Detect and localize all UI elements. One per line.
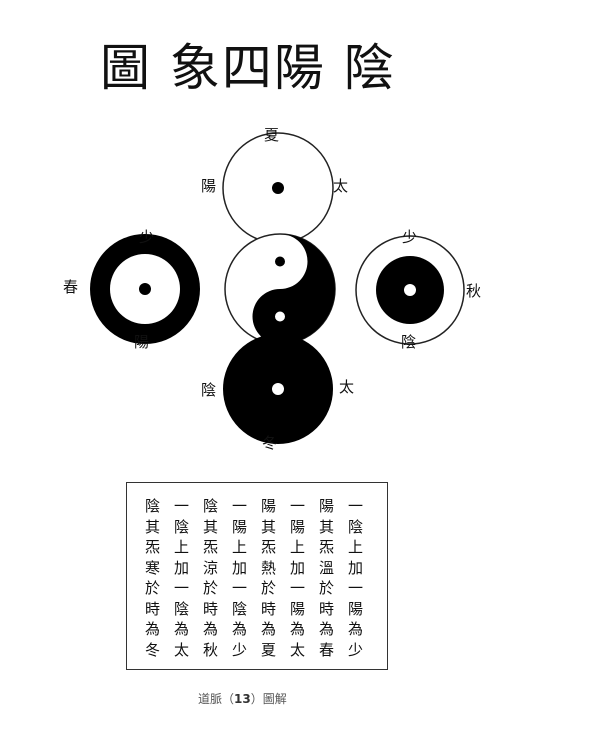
label-spring-lesser: 少 — [139, 228, 155, 246]
table-cell: 其 — [145, 517, 161, 536]
label-autumn: 秋 — [466, 282, 482, 300]
taiji-circle — [224, 233, 336, 345]
table-cell: 加 — [348, 558, 364, 577]
table-cell: 陰 — [174, 599, 190, 618]
table-cell: 一 — [232, 579, 248, 597]
table-cell: 時 — [203, 599, 219, 618]
table-cell: 太 — [290, 640, 306, 659]
table-cell: 涼 — [203, 558, 219, 577]
table-cell: 為 — [174, 620, 190, 638]
table-cell: 其 — [319, 517, 335, 536]
table-cell: 上 — [232, 538, 248, 556]
table-cell: 一 — [290, 579, 306, 597]
table-cell: 上 — [290, 538, 306, 556]
explanation-table: 陰一陰一陽一陽一其陰其陽其陽其陰炁上炁上炁上炁上寒加涼加熱加溫加於一於一於一於一… — [126, 482, 388, 670]
table-cell: 為 — [348, 620, 364, 638]
table-cell: 加 — [232, 558, 248, 577]
label-autumn-lesser: 少 — [402, 228, 418, 246]
table-cell: 陰 — [348, 517, 364, 536]
table-cell: 其 — [203, 517, 219, 536]
table-cell: 寒 — [145, 558, 161, 577]
autumn-lesser-yin-circle — [355, 235, 465, 345]
table-cell: 陰 — [203, 497, 219, 515]
label-spring: 春 — [63, 278, 79, 296]
page-title: 圖 象四陽 陰 — [100, 39, 396, 97]
table-cell: 時 — [319, 599, 335, 618]
label-winter: 冬 — [262, 434, 278, 452]
table-cell: 為 — [290, 620, 306, 638]
label-winter-great: 太 — [339, 378, 355, 396]
table-cell: 為 — [319, 620, 335, 638]
table-cell: 炁 — [319, 538, 335, 556]
table-cell: 一 — [348, 579, 364, 597]
table-cell: 秋 — [203, 640, 219, 659]
caption-prefix: 道脈（ — [198, 692, 235, 706]
table-cell: 為 — [145, 620, 161, 638]
table-cell: 時 — [145, 599, 161, 618]
table-cell: 時 — [261, 599, 277, 618]
label-spring-yang: 陽 — [134, 333, 150, 351]
table-cell: 陰 — [232, 599, 248, 618]
table-cell: 加 — [174, 558, 190, 577]
table-cell: 一 — [174, 497, 190, 515]
caption-suffix: ）圖解 — [250, 692, 287, 706]
table-cell: 陽 — [261, 497, 277, 515]
table-cell: 上 — [348, 538, 364, 556]
table-cell: 炁 — [203, 538, 219, 556]
winter-great-yin-circle — [223, 334, 333, 444]
caption: 道脈（13）圖解 — [198, 690, 287, 707]
caption-number: 13 — [234, 692, 251, 706]
table-cell: 陰 — [145, 497, 161, 515]
table-cell: 一 — [290, 497, 306, 515]
table-cell: 為 — [261, 620, 277, 638]
table-cell: 溫 — [319, 558, 335, 577]
table-cell: 為 — [232, 620, 248, 638]
table-cell: 夏 — [261, 640, 277, 659]
table-cell: 為 — [203, 620, 219, 638]
table-cell: 一 — [174, 579, 190, 597]
table-cell: 冬 — [145, 640, 161, 659]
four-images-diagram — [90, 132, 465, 444]
table-cell: 少 — [232, 640, 248, 659]
label-winter-yin: 陰 — [201, 381, 217, 399]
table-cell: 陽 — [348, 599, 364, 618]
table-cell: 其 — [261, 517, 277, 536]
table-cell: 熱 — [261, 558, 277, 577]
table-cell: 於 — [145, 579, 161, 597]
table-cell: 一 — [232, 497, 248, 515]
table-cell: 陽 — [319, 497, 335, 515]
table-cell: 加 — [290, 558, 306, 577]
table-cell: 炁 — [261, 538, 277, 556]
table-cell: 陽 — [232, 517, 248, 536]
table-cell: 上 — [174, 538, 190, 556]
table-cell: 太 — [174, 640, 190, 659]
label-summer-great: 太 — [333, 177, 349, 195]
table-cell: 一 — [348, 497, 364, 515]
table-cell: 於 — [319, 579, 335, 597]
label-summer-yang: 陽 — [201, 177, 217, 195]
table-cell: 陰 — [174, 517, 190, 536]
label-autumn-yin: 陰 — [401, 333, 417, 351]
table-cell: 陽 — [290, 517, 306, 536]
table-cell: 春 — [319, 640, 335, 659]
summer-great-yang-circle — [222, 132, 334, 244]
explanation-grid: 陰一陰一陽一陽一其陰其陽其陽其陰炁上炁上炁上炁上寒加涼加熱加溫加於一於一於一於一… — [145, 496, 377, 660]
table-cell: 於 — [261, 579, 277, 597]
table-cell: 少 — [348, 640, 364, 659]
spring-lesser-yang-circle — [90, 234, 200, 344]
label-summer: 夏 — [264, 126, 280, 144]
table-cell: 陽 — [290, 599, 306, 618]
table-cell: 炁 — [145, 538, 161, 556]
table-cell: 於 — [203, 579, 219, 597]
